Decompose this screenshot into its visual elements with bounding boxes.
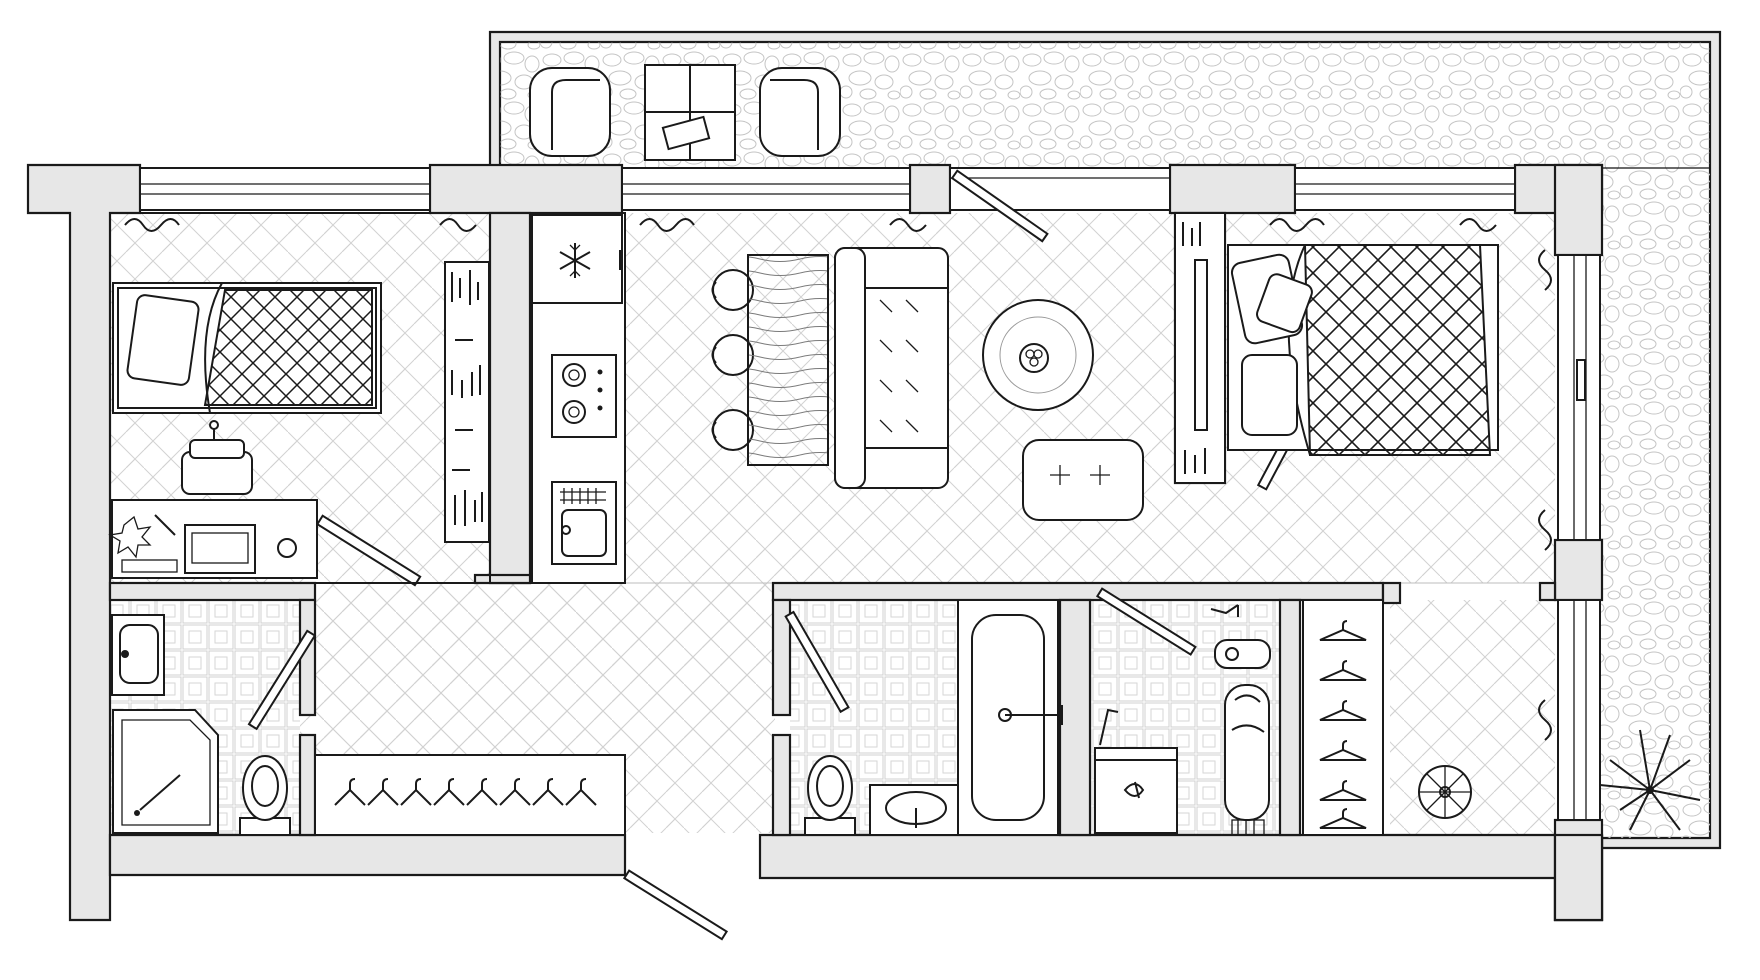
ottoman [1022, 439, 1144, 521]
desk [108, 499, 318, 579]
fridge [531, 214, 623, 304]
desk-chair [181, 420, 253, 495]
bookshelf [444, 261, 490, 543]
tv-unit [1174, 212, 1226, 484]
door-bathroom [784, 610, 850, 714]
window-living [621, 167, 911, 211]
kitchen [529, 212, 626, 584]
coffee-table-round [982, 299, 1094, 411]
door-shower-room [247, 629, 317, 731]
bathroom [804, 599, 1063, 836]
door-balcony [950, 169, 1049, 243]
shower-room [111, 614, 291, 836]
laundry [1094, 604, 1271, 836]
bathtub [957, 599, 1063, 836]
shower-cabin [112, 709, 219, 834]
dining-table [747, 254, 829, 466]
snowflake-icon [559, 243, 591, 278]
window-right-upper [1557, 254, 1601, 541]
toilet-shower-room [239, 755, 291, 836]
sofa [834, 247, 949, 489]
basin-shower-room [111, 614, 165, 696]
water-heater [1210, 604, 1271, 669]
double-bed [1227, 244, 1499, 456]
terrace [488, 30, 1722, 850]
bedroom-small [108, 212, 491, 584]
hanger-icon [334, 778, 597, 806]
terrace-chair-left [529, 67, 611, 157]
window-right-lower [1557, 599, 1601, 821]
dressing-room [1302, 599, 1472, 836]
toilet-bathroom [804, 755, 856, 836]
kitchen-sink [551, 481, 617, 565]
pouf [1418, 765, 1472, 819]
washing-machine [1094, 708, 1178, 834]
single-bed [112, 282, 382, 414]
door-laundry [1095, 587, 1197, 656]
window-bedroom-small [139, 167, 431, 211]
living-room [639, 212, 1226, 521]
window-bedroom-master [1294, 167, 1516, 211]
door-bedroom-small [315, 514, 422, 587]
bar-stools [711, 269, 754, 451]
terrace-chair-right [759, 67, 841, 157]
vacuum-cleaner [1224, 684, 1270, 836]
stove [551, 354, 617, 438]
terrace-plant [1599, 729, 1701, 831]
terrace-table [644, 64, 736, 161]
bedroom-master [1227, 218, 1552, 741]
bathroom-sink [869, 784, 963, 836]
entrance-door [622, 869, 729, 941]
hallway-wardrobe [314, 754, 626, 836]
hanger-icon [1319, 620, 1367, 829]
